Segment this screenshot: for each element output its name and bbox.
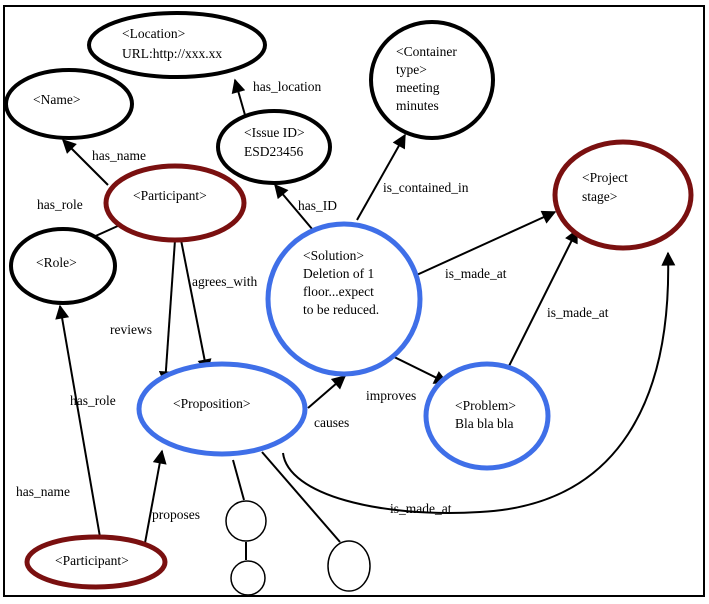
node-name-shape: [4, 68, 134, 140]
node-proposition[interactable]: <Proposition>: [136, 361, 308, 457]
edge-label-agrees-with: agrees_with: [192, 274, 257, 289]
node-location-shape: [87, 11, 267, 79]
node-container-type-label-3: meeting: [396, 80, 440, 95]
edge-label-has-id: has_ID: [298, 198, 337, 213]
node-solution-label-4: to be reduced.: [303, 302, 379, 317]
node-container-type-label-4: minutes: [396, 98, 439, 113]
edge-has-location: [231, 78, 246, 116]
node-problem[interactable]: <Problem> Bla bla bla: [423, 361, 551, 471]
node-proposition-shape: [136, 361, 308, 457]
node-solution[interactable]: <Solution> Deletion of 1 floor...expect …: [265, 221, 423, 377]
edge-label-has-location: has_location: [253, 79, 321, 94]
edge-labels: has_location has_name has_role has_ID is…: [16, 79, 609, 522]
edge-label-has-name-top: has_name: [92, 148, 146, 163]
node-proposition-label: <Proposition>: [173, 396, 251, 411]
node-issue-id-label-1: <Issue ID>: [244, 125, 305, 140]
edge-label-improves: improves: [366, 388, 416, 403]
edges: [55, 78, 676, 560]
node-role[interactable]: <Role>: [9, 227, 117, 305]
edge-is-made-at-problem: [507, 228, 578, 369]
node-problem-shape: [423, 361, 551, 471]
node-project-stage[interactable]: <Project stage>: [552, 139, 694, 251]
node-participant-top-shape: [103, 163, 247, 243]
node-participant-bottom-label: <Participant>: [55, 553, 129, 568]
edge-has-role-bottom: [55, 304, 101, 538]
node-container-type[interactable]: <Container type> meeting minutes: [369, 20, 495, 140]
edge-label-reviews: reviews: [110, 322, 152, 337]
edge-reviews: [158, 239, 176, 386]
edge-label-is-contained-in: is_contained_in: [383, 180, 469, 195]
diagram-frame: [3, 5, 705, 597]
node-container-type-label-1: <Container: [396, 44, 457, 59]
edge-label-is-made-at-problem: is_made_at: [547, 305, 609, 320]
node-name[interactable]: <Name>: [4, 68, 134, 140]
edge-is-made-at-proposition: [282, 251, 676, 514]
edge-label-is-made-at-proposition: is_made_at: [390, 501, 452, 516]
node-location-label-2: URL:http://xxx.xx: [122, 46, 222, 61]
node-problem-label-1: <Problem>: [455, 398, 516, 413]
node-issue-id-shape: [216, 109, 332, 185]
node-location-label-1: <Location>: [122, 26, 185, 41]
edge-label-has-name-bottom: has_name: [16, 484, 70, 499]
node-name-label: <Name>: [33, 92, 80, 107]
edge-to-small-circle-3: [261, 451, 341, 543]
edge-label-is-made-at-solution: is_made_at: [445, 266, 507, 281]
node-container-type-label-2: type>: [396, 62, 427, 77]
node-small-circle-1[interactable]: [225, 500, 267, 542]
edge-label-proposes: proposes: [152, 507, 200, 522]
node-issue-id-label-2: ESD23456: [244, 144, 304, 159]
node-small-circle-3[interactable]: [327, 540, 371, 592]
edge-label-has-role-top: has_role: [37, 197, 83, 212]
node-solution-label-2: Deletion of 1: [303, 266, 374, 281]
node-small-circle-2[interactable]: [230, 560, 266, 596]
node-project-stage-label-2: stage>: [582, 189, 617, 204]
edge-is-contained-in: [356, 133, 406, 221]
edge-has-id: [274, 183, 319, 237]
edge-causes: [307, 375, 347, 409]
edge-label-causes: causes: [314, 415, 349, 430]
node-solution-label-3: floor...expect: [303, 284, 374, 299]
edge-has-name-top: [62, 139, 109, 186]
edge-label-has-role-bottom: has_role: [70, 393, 116, 408]
node-solution-label-1: <Solution>: [303, 248, 364, 263]
edge-is-made-at-solution: [409, 210, 557, 279]
node-issue-id[interactable]: <Issue ID> ESD23456: [216, 109, 332, 185]
edge-agrees-with: [180, 239, 212, 374]
edge-proposes: [144, 449, 167, 544]
node-participant-bottom-shape: [24, 534, 168, 590]
node-container-type-shape: [369, 20, 495, 140]
node-participant-bottom[interactable]: <Participant>: [24, 534, 168, 590]
node-role-shape: [9, 227, 117, 305]
node-problem-label-2: Bla bla bla: [455, 416, 513, 431]
node-solution-shape: [265, 221, 423, 377]
node-participant-top[interactable]: <Participant>: [103, 163, 247, 243]
node-participant-top-label: <Participant>: [133, 188, 207, 203]
node-project-stage-label-1: <Project: [582, 170, 628, 185]
node-location[interactable]: <Location> URL:http://xxx.xx: [87, 11, 267, 79]
node-project-stage-shape: [552, 139, 694, 251]
edge-to-small-circle-1: [232, 459, 245, 501]
node-role-label: <Role>: [36, 255, 77, 270]
